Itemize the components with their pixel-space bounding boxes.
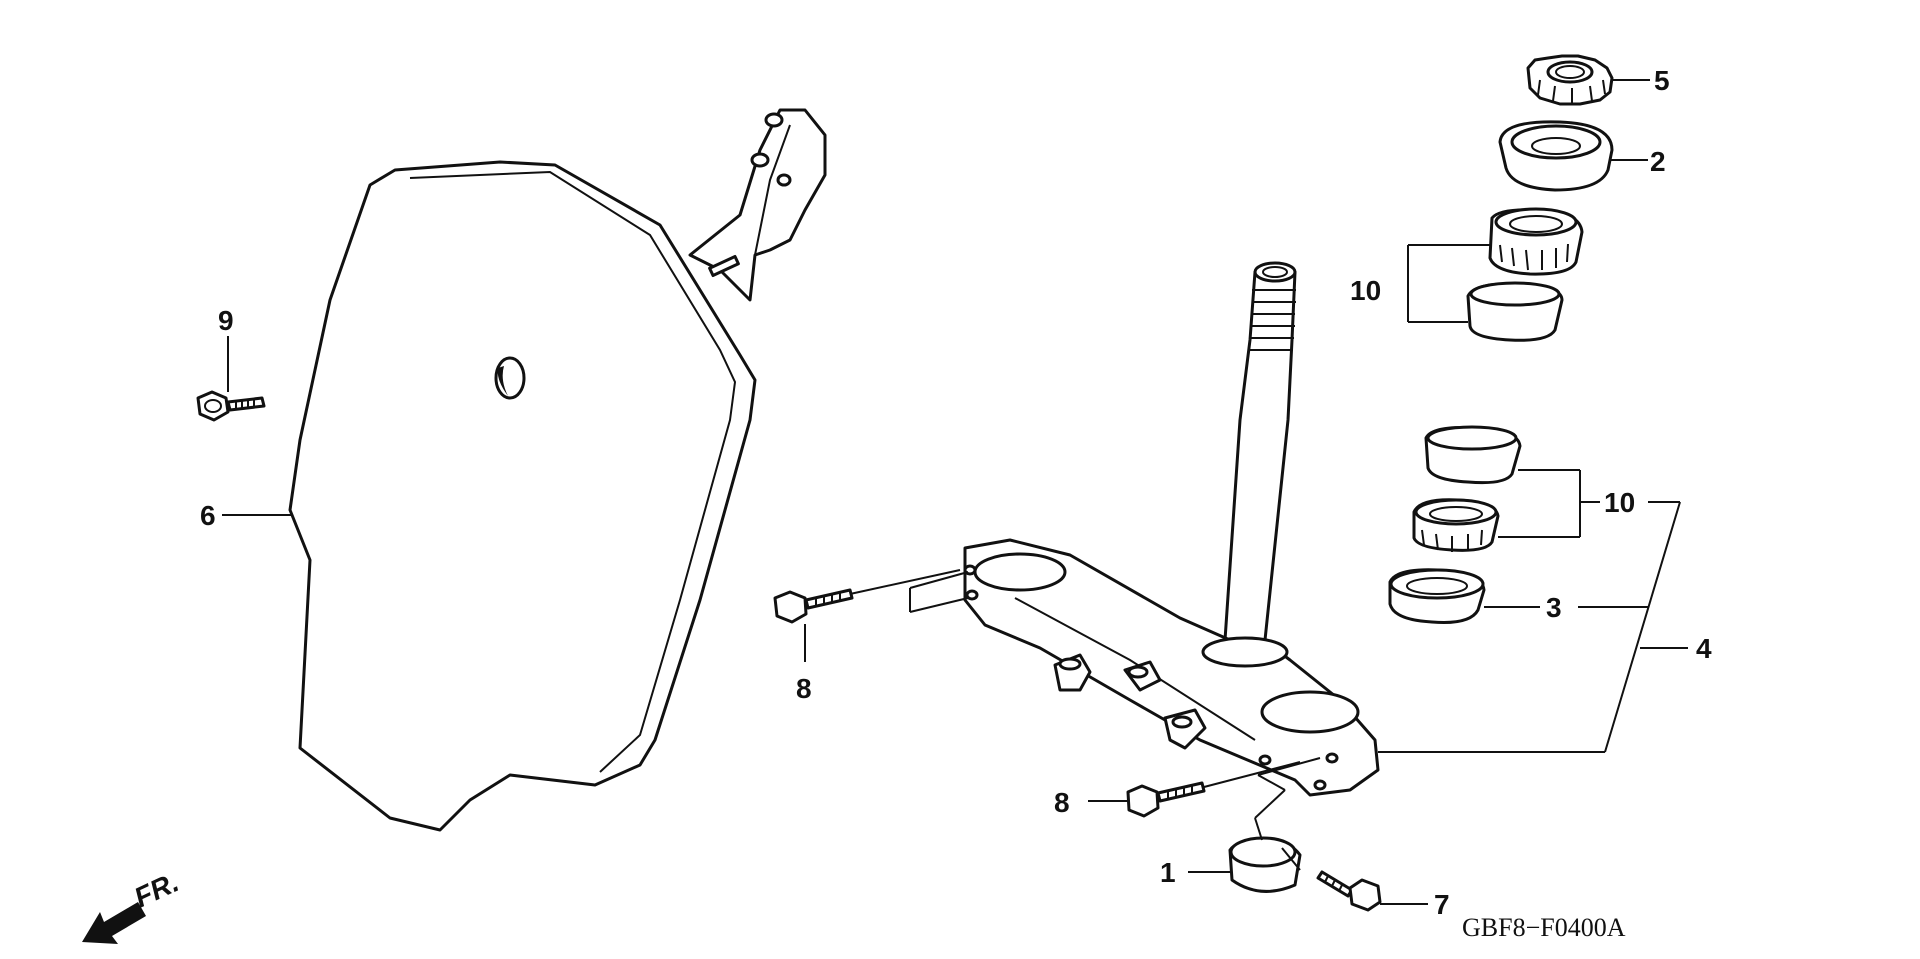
steering-nut-5 xyxy=(1526,54,1614,106)
steering-stem xyxy=(963,261,1380,797)
dust-seal-2 xyxy=(1498,120,1614,192)
callout-2: 2 xyxy=(1650,146,1666,177)
callout-8-lower: 8 xyxy=(1054,787,1070,818)
bolt-8-lower xyxy=(1126,781,1206,818)
callout-9: 9 xyxy=(218,305,234,336)
bolt-8-upper xyxy=(773,588,854,624)
clamp-1 xyxy=(1228,836,1302,893)
upper-race xyxy=(1466,281,1564,342)
upper-bearing xyxy=(1488,207,1584,276)
callout-10-lower: 10 xyxy=(1604,487,1635,518)
callout-3: 3 xyxy=(1546,592,1562,623)
callout-6: 6 xyxy=(200,500,216,531)
diagram-code: GBF8−F0400A xyxy=(1462,913,1626,942)
lower-race xyxy=(1424,425,1522,485)
callout-5: 5 xyxy=(1654,65,1670,96)
callout-10-upper: 10 xyxy=(1350,275,1381,306)
bolt-9 xyxy=(196,390,266,422)
callout-1: 1 xyxy=(1160,857,1176,888)
dust-seal-3 xyxy=(1388,568,1486,624)
leader-lines xyxy=(222,79,1688,905)
callout-8-upper: 8 xyxy=(796,673,812,704)
callout-4: 4 xyxy=(1696,633,1712,664)
number-plate xyxy=(288,108,827,832)
lower-bearing xyxy=(1412,498,1500,552)
front-arrow-icon xyxy=(82,902,146,944)
callout-7: 7 xyxy=(1434,889,1450,920)
bolt-7 xyxy=(1316,870,1382,912)
